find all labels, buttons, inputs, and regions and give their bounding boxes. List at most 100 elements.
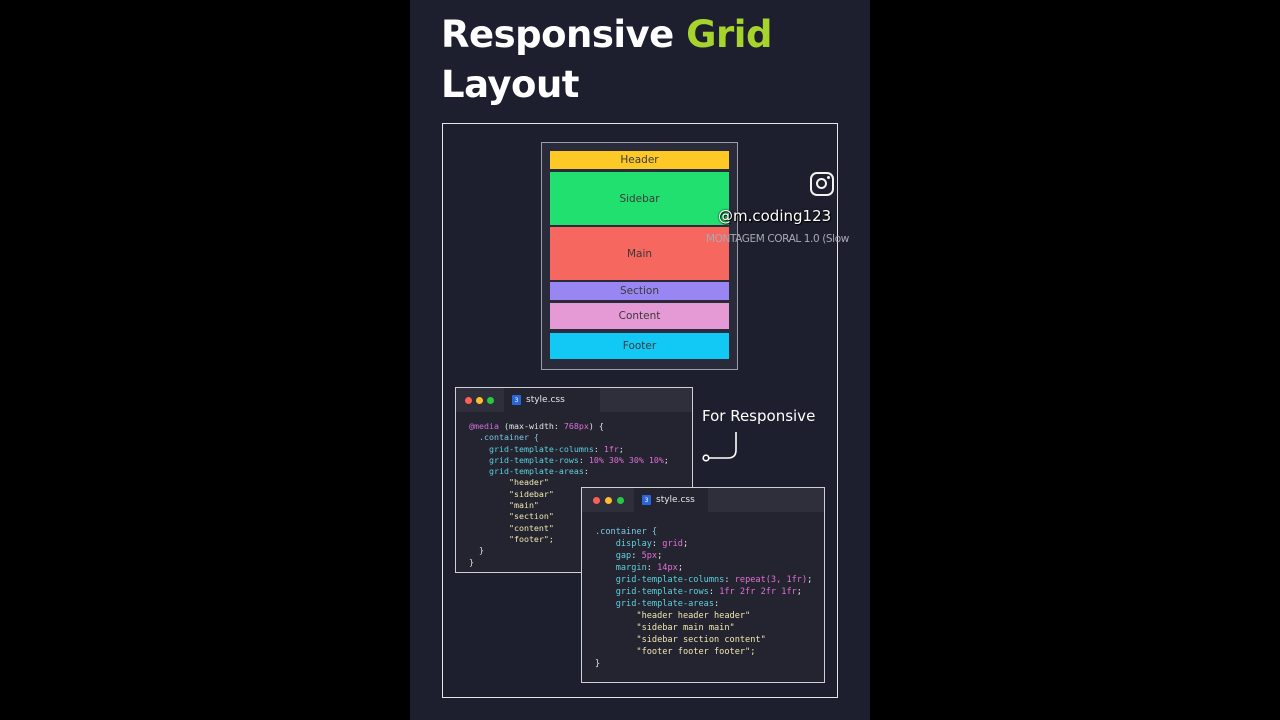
- title-accent: Grid: [686, 13, 772, 56]
- code-token: "main": [469, 500, 539, 511]
- code-line: grid-template-areas:: [595, 598, 812, 610]
- code-token: ;: [677, 563, 683, 573]
- window-titlebar: 3 style.css: [582, 488, 824, 512]
- code-line: "header header header": [595, 610, 812, 622]
- code-line: "main": [469, 500, 669, 511]
- code-line: display: grid;: [595, 538, 812, 550]
- grid-area-content: Content: [550, 303, 729, 329]
- code-token: .container {: [595, 527, 658, 537]
- close-dot-icon[interactable]: [465, 397, 472, 404]
- code-token: ;: [657, 551, 663, 561]
- code-token: (max-width:: [498, 421, 564, 431]
- code-line: "section": [469, 511, 669, 522]
- code-token: 14px: [657, 563, 678, 573]
- page-title: Responsive Grid Layout: [441, 10, 772, 110]
- minimize-dot-icon[interactable]: [605, 497, 612, 504]
- code-token: }: [595, 659, 601, 669]
- code-token: grid-template-columns: [469, 443, 594, 454]
- code-token: grid-template-rows: [469, 454, 579, 465]
- code-line: grid-template-rows: 10% 30% 30% 10%;: [469, 455, 669, 466]
- title-prefix: Responsive: [441, 13, 687, 56]
- code-token: display: [595, 539, 652, 549]
- code-token: 5px: [641, 551, 658, 561]
- code-token: "header": [469, 477, 549, 488]
- code-token: :: [724, 575, 735, 585]
- code-token: grid-template-areas: [595, 599, 714, 609]
- code-token: }: [469, 556, 474, 567]
- code-token: "sidebar section content": [595, 635, 766, 645]
- maximize-dot-icon[interactable]: [487, 397, 494, 404]
- code-token: grid-template-rows: [595, 587, 709, 597]
- css3-icon: 3: [512, 395, 521, 405]
- code-line: }: [595, 658, 812, 670]
- code-token: .container {: [469, 432, 539, 443]
- code-token: grid-template-columns: [595, 575, 725, 585]
- code-line: "footer";: [469, 534, 669, 545]
- code-token: "footer footer footer";: [595, 647, 756, 657]
- code-token: "sidebar main main": [595, 623, 735, 633]
- code-token: "footer";: [469, 533, 554, 544]
- file-tab-label: style.css: [656, 495, 695, 505]
- code-token: ;: [796, 587, 802, 597]
- connector-arrow-icon: [702, 432, 737, 462]
- code-block: .container { display: grid; gap: 5px; ma…: [595, 526, 812, 670]
- code-line: "sidebar": [469, 489, 669, 500]
- code-line: .container {: [595, 526, 812, 538]
- grid-area-sidebar: Sidebar: [550, 172, 729, 225]
- close-dot-icon[interactable]: [593, 497, 600, 504]
- code-token: "header header header": [595, 611, 751, 621]
- code-line: }: [469, 557, 669, 568]
- code-window-base: 3 style.css .container { display: grid; …: [581, 487, 825, 683]
- title-line2: Layout: [441, 63, 579, 106]
- code-token: 768px: [563, 421, 589, 431]
- code-line: grid-template-columns: repeat(3, 1fr);: [595, 574, 813, 586]
- code-line: margin: 14px;: [595, 562, 812, 574]
- css3-icon: 3: [642, 495, 651, 505]
- grid-area-footer: Footer: [550, 333, 729, 359]
- code-line: grid-template-rows: 1fr 2fr 2fr 1fr;: [595, 586, 812, 598]
- code-token: ) {: [588, 421, 604, 431]
- code-token: margin: [595, 563, 647, 573]
- watermark-handle: @m.coding123: [718, 207, 832, 225]
- code-line: "header": [469, 477, 669, 488]
- code-line: "footer footer footer";: [595, 646, 812, 658]
- code-token: :: [714, 599, 720, 609]
- code-token: gap: [595, 551, 632, 561]
- code-line: grid-template-columns: 1fr;: [469, 444, 669, 455]
- code-token: 1fr 2fr 2fr 1fr: [719, 587, 797, 597]
- code-token: ;: [682, 539, 689, 549]
- video-panel: Responsive Grid Layout Header Sidebar Ma…: [410, 0, 870, 720]
- code-token: @media: [469, 421, 499, 431]
- code-token: repeat(3, 1fr): [734, 575, 808, 585]
- code-line: grid-template-areas:: [469, 466, 669, 477]
- code-token: "sidebar": [469, 488, 554, 499]
- code-token: }: [469, 545, 484, 556]
- code-token: :: [646, 563, 658, 573]
- window-titlebar: 3 style.css: [456, 388, 692, 412]
- code-token: ;: [663, 454, 669, 465]
- grid-area-main: Main: [550, 227, 729, 280]
- file-tab-label: style.css: [526, 395, 565, 405]
- code-line: "content": [469, 523, 669, 534]
- code-token: :: [631, 551, 642, 561]
- content-frame: [442, 123, 838, 698]
- grid-area-section: Section: [550, 282, 729, 300]
- code-line: }: [469, 545, 669, 556]
- grid-layout-demo: Header Sidebar Main Section Content Foot…: [541, 142, 738, 370]
- code-token: 1fr: [603, 443, 619, 454]
- code-line: "sidebar main main": [595, 622, 812, 634]
- code-line: @media (max-width: 768px) {: [469, 421, 669, 432]
- watermark-music: MONTAGEM CORAL 1.0 (Slow: [706, 233, 849, 245]
- file-tab[interactable]: 3 style.css: [634, 488, 708, 512]
- code-token: 10% 30% 30% 10%: [588, 454, 664, 465]
- instagram-icon: [810, 172, 834, 196]
- code-token: grid: [662, 539, 683, 549]
- file-tab[interactable]: 3 style.css: [504, 388, 600, 412]
- maximize-dot-icon[interactable]: [617, 497, 624, 504]
- code-token: "section": [469, 511, 554, 522]
- code-token: :: [578, 454, 589, 465]
- minimize-dot-icon[interactable]: [476, 397, 483, 404]
- code-token: grid-template-areas: [469, 466, 584, 477]
- code-token: :: [651, 539, 663, 549]
- code-token: "content": [469, 522, 554, 533]
